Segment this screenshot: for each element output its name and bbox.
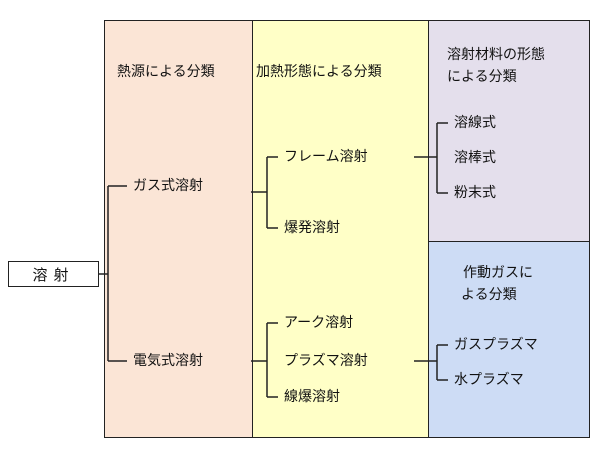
node-detonation-spraying: 爆発溶射: [284, 220, 340, 236]
connector-gas: [251, 156, 278, 229]
connector-root: [99, 185, 127, 362]
node-wire-type: 溶線式: [454, 115, 496, 131]
heading-material-form-line1: 溶射材料の形態: [447, 47, 545, 63]
connector-materials: [414, 122, 448, 194]
panel-heat-source: [104, 20, 253, 438]
root-node: 溶射: [8, 261, 99, 287]
panel-working-gas: [428, 241, 590, 438]
panel-heating-form: [252, 20, 429, 438]
node-wire-explosion-spraying: 線爆溶射: [284, 389, 340, 405]
node-plasma-spraying: プラズマ溶射: [284, 353, 368, 369]
node-rod-type: 溶棒式: [454, 150, 496, 166]
heading-working-gas-line2: よる分類: [461, 287, 517, 303]
heading-heat-source: 熱源による分類: [117, 64, 215, 80]
heading-working-gas-line1: 作動ガスに: [463, 265, 533, 281]
node-water-plasma: 水プラズマ: [454, 372, 524, 388]
node-gas-spraying: ガス式溶射: [133, 178, 203, 194]
connector-gases: [414, 344, 448, 381]
node-electric-spraying: 電気式溶射: [133, 353, 203, 369]
heading-material-form-line2: による分類: [447, 69, 517, 85]
node-arc-spraying: アーク溶射: [284, 315, 354, 331]
heading-heating-form: 加熱形態による分類: [256, 64, 382, 80]
node-flame-spraying: フレーム溶射: [284, 149, 368, 165]
node-powder-type: 粉末式: [454, 185, 496, 201]
connector-electric: [251, 322, 278, 398]
node-gas-plasma: ガスプラズマ: [454, 337, 538, 353]
